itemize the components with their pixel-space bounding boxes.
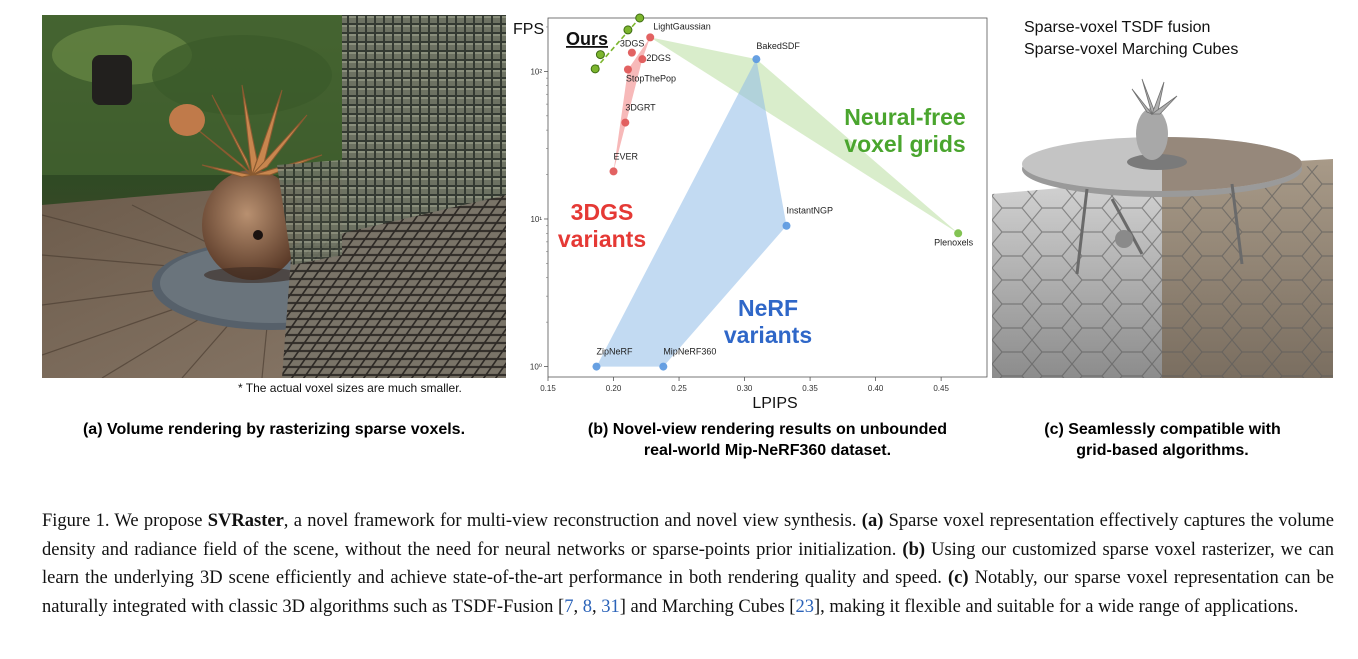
panel-c-title-line1: Sparse-voxel TSDF fusion [1024, 19, 1211, 36]
caption-text: , [573, 596, 583, 617]
data-point [782, 221, 791, 230]
ours-point [590, 64, 600, 74]
caption-text: , [591, 596, 602, 617]
x-tick-label: 0.15 [540, 384, 556, 393]
panel-c-caption-line1: (c) Seamlessly compatible with [1044, 421, 1281, 438]
ours-point [595, 50, 605, 60]
y-tick-label: 10¹ [530, 215, 542, 224]
caption-text: ], making it flexible and suitable for a… [813, 596, 1299, 617]
data-point [638, 55, 647, 64]
point-label: StopThePop [626, 73, 676, 83]
gaussian-group-label: 3DGS [571, 199, 634, 225]
x-tick-label: 0.45 [933, 384, 949, 393]
x-tick-label: 0.40 [868, 384, 884, 393]
caption-text: Sparse voxel representation effectively … [42, 511, 1335, 560]
voxel-size-note: * The actual voxel sizes are much smalle… [238, 381, 462, 395]
data-point [623, 65, 632, 74]
plot-frame [547, 17, 988, 378]
data-point [627, 48, 636, 57]
citation-link[interactable]: 23 [795, 596, 814, 617]
ours-point [623, 25, 633, 35]
figure-caption: Figure 1. We propose SVRaster, a novel f… [42, 507, 1334, 621]
caption-text: , a novel framework for multi-view recon… [283, 511, 862, 531]
caption-marker-a: (a) [861, 511, 884, 531]
point-label: 3DGS [620, 39, 645, 49]
citation-link[interactable]: 7 [564, 596, 574, 617]
citation-link[interactable]: 8 [582, 596, 592, 617]
figure-number: Figure 1. [42, 511, 110, 531]
panel-b-caption: (b) Novel-view rendering results on unbo… [540, 419, 995, 461]
caption-marker-b: (b) [902, 539, 926, 560]
panel-c-caption-line2: grid-based algorithms. [1076, 442, 1249, 459]
point-label: 2DGS [646, 53, 671, 63]
y-tick-label: 10² [530, 67, 542, 76]
caption-text: Using our customized sparse voxel raster… [42, 539, 1334, 589]
data-point [646, 33, 655, 42]
gaussian-group-label: variants [558, 226, 646, 252]
x-tick-label: 0.30 [737, 384, 753, 393]
voxel-rendering-image [42, 15, 506, 378]
data-point [954, 229, 963, 238]
y-axis-label: FPS [513, 21, 544, 38]
data-point [659, 362, 668, 371]
method-name: SVRaster [207, 511, 284, 531]
voxel-group-label: voxel grids [844, 131, 965, 157]
citation-link[interactable]: 31 [601, 596, 620, 617]
panel-c-title-line2: Sparse-voxel Marching Cubes [1024, 41, 1239, 58]
marching-cubes-mesh-image [992, 64, 1333, 378]
caption-text: We propose [109, 511, 208, 531]
data-point [609, 167, 618, 176]
x-tick-label: 0.35 [802, 384, 818, 393]
point-label: ZipNeRF [596, 347, 633, 357]
point-label: Plenoxels [934, 237, 974, 247]
panel-b-caption-line2: real-world Mip-NeRF360 dataset. [643, 442, 892, 459]
point-label: EVER [614, 151, 639, 161]
point-label: MipNeRF360 [663, 347, 716, 357]
panel-c-caption: (c) Seamlessly compatible with grid-base… [992, 419, 1333, 461]
caption-text: Notably, our sparse voxel representation… [42, 568, 1334, 617]
x-axis-label: LPIPS [752, 395, 797, 412]
fps-vs-lpips-chart: 0.15 0.20 0.25 0.30 0.35 0.40 0.45 10⁰ 10¹ 10² Li… [510, 10, 990, 415]
x-tick-label: 0.25 [671, 384, 687, 393]
nerf-group-label: NeRF [738, 295, 798, 321]
nerf-group-label: variants [724, 322, 812, 348]
data-point [592, 362, 601, 371]
point-label: BakedSDF [756, 41, 800, 51]
ours-label: Ours [566, 29, 608, 49]
panel-a-caption: (a) Volume rendering by rasterizing spar… [82, 421, 466, 438]
gaussian-region [613, 37, 651, 172]
ours-point [635, 13, 645, 23]
voxel-group-label: Neural-free [844, 104, 965, 130]
point-label: InstantNGP [787, 206, 834, 216]
panel-b-caption-line1: (b) Novel-view rendering results on unbo… [587, 421, 948, 438]
point-label: 3DGRT [625, 103, 656, 113]
caption-marker-c: (c) [947, 568, 969, 588]
data-point [621, 118, 630, 127]
data-point [752, 55, 761, 64]
nerf-region [596, 59, 787, 367]
ours-trend-line [594, 17, 641, 70]
caption-text: ] and Marching Cubes [ [619, 596, 796, 617]
x-tick-label: 0.20 [606, 384, 622, 393]
point-label: LightGaussian [653, 21, 711, 31]
y-tick-label: 10⁰ [530, 363, 542, 372]
